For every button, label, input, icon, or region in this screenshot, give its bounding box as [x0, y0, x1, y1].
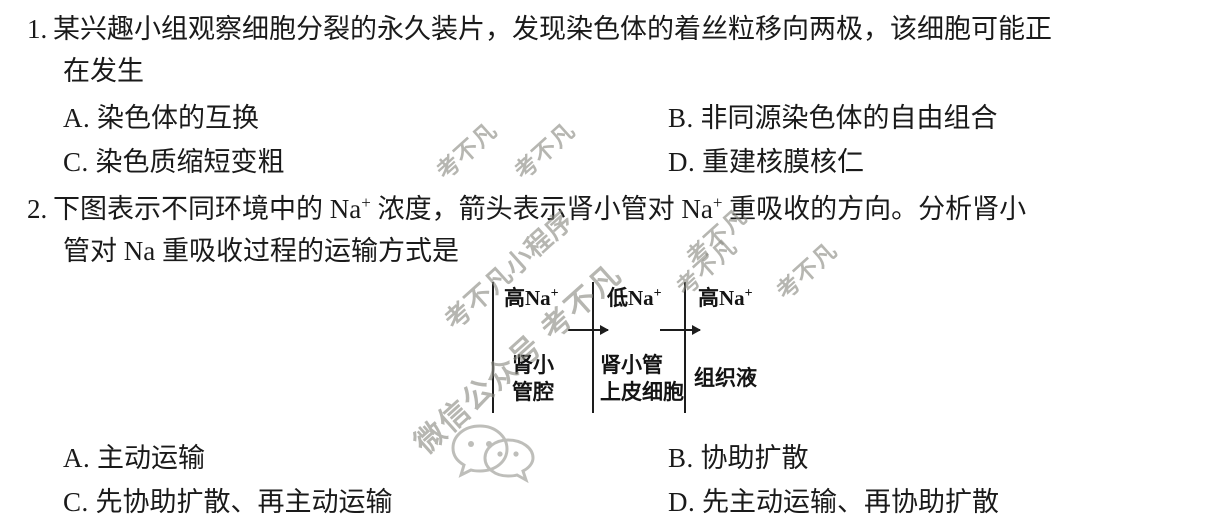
option-c-letter: C.	[63, 147, 89, 177]
question-1-stem-line-1: 某兴趣小组观察细胞分裂的永久装片，发现染色体的着丝粒移向两极，该细胞可能正	[53, 14, 1052, 44]
conc-text-interstitial: 高Na	[698, 286, 745, 310]
lumen-name-line-2: 管腔	[512, 380, 554, 404]
conc-sup-lumen: +	[550, 286, 559, 301]
option-b-letter: B.	[668, 443, 694, 473]
concentration-label-interstitial: 高Na+	[698, 285, 753, 311]
conc-sup-epithelium: +	[653, 286, 662, 301]
question-1-option-a[interactable]: A. 染色体的互换	[63, 98, 259, 138]
conc-text-lumen: 高Na	[504, 286, 551, 310]
membrane-line-lumen	[492, 282, 494, 413]
option-d-letter: D.	[668, 147, 696, 177]
question-1-stem-line-2: 在发生	[63, 56, 144, 86]
compartment-name-interstitial: 组织液	[694, 365, 757, 392]
question-1-option-b[interactable]: B. 非同源染色体的自由组合	[668, 98, 998, 138]
na-superscript-1: +	[361, 193, 371, 212]
arrow-epithelium-to-interstitial	[660, 325, 701, 335]
wechat-logo-icon	[451, 424, 535, 484]
question-2-stem-line-2: 管对 Na 重吸收过程的运输方式是	[63, 236, 459, 266]
epithelium-name-line-2: 上皮细胞	[600, 380, 684, 404]
stem-part-3: 重吸收的方向。分析肾小	[722, 194, 1027, 224]
option-d-letter: D.	[668, 487, 696, 517]
membrane-line-basolateral	[684, 282, 686, 413]
conc-text-epithelium: 低Na	[607, 286, 654, 310]
option-a-text: 染色体的互换	[97, 103, 259, 133]
option-b-letter: B.	[668, 103, 694, 133]
kidney-tubule-diagram: 高Na+ 低Na+ 高Na+ 肾小 管腔 肾小管 上皮细胞 组织液	[470, 272, 790, 422]
question-1-option-d[interactable]: D. 重建核膜核仁	[668, 142, 864, 182]
option-c-letter: C.	[63, 487, 89, 517]
question-2-option-d[interactable]: D. 先主动运输、再协助扩散	[668, 482, 999, 522]
concentration-label-lumen: 高Na+	[504, 285, 559, 311]
question-2-option-c[interactable]: C. 先协助扩散、再主动运输	[63, 482, 393, 522]
question-2-option-b[interactable]: B. 协助扩散	[668, 438, 809, 478]
membrane-line-apical	[592, 282, 594, 413]
option-b-text: 非同源染色体的自由组合	[700, 103, 998, 133]
question-1-option-c[interactable]: C. 染色质缩短变粗	[63, 142, 285, 182]
stem-part-1: 下图表示不同环境中的 Na	[53, 194, 362, 224]
option-c-text: 先协助扩散、再主动运输	[95, 487, 393, 517]
stem-part-2: 浓度，箭头表示肾小管对 Na	[370, 194, 713, 224]
option-c-text: 染色质缩短变粗	[95, 147, 285, 177]
option-a-text: 主动运输	[97, 443, 205, 473]
option-a-letter: A.	[63, 103, 91, 133]
arrow-lumen-to-epithelium	[568, 325, 609, 335]
question-2-stem-line-1: 下图表示不同环境中的 Na+ 浓度，箭头表示肾小管对 Na+ 重吸收的方向。分析…	[53, 188, 1026, 231]
option-a-letter: A.	[63, 443, 91, 473]
watermark-brand-1: 考不凡	[431, 117, 503, 185]
option-d-text: 先主动运输、再协助扩散	[702, 487, 999, 517]
na-superscript-2: +	[712, 193, 723, 212]
conc-sup-interstitial: +	[744, 286, 753, 301]
lumen-name-line-1: 肾小	[512, 353, 554, 377]
question-2-option-a[interactable]: A. 主动运输	[63, 438, 205, 478]
question-1-number: 1.	[27, 14, 48, 44]
watermark-brand-2: 考不凡	[509, 117, 581, 185]
question-2-number: 2.	[27, 194, 48, 224]
interstitial-name-line-1: 组织液	[694, 366, 757, 390]
epithelium-name-line-1: 肾小管	[600, 353, 663, 377]
option-b-text: 协助扩散	[700, 443, 809, 473]
compartment-name-epithelium: 肾小管 上皮细胞	[600, 352, 684, 406]
option-d-text: 重建核膜核仁	[702, 147, 864, 177]
compartment-name-lumen: 肾小 管腔	[512, 352, 554, 406]
concentration-label-epithelium: 低Na+	[607, 285, 662, 311]
